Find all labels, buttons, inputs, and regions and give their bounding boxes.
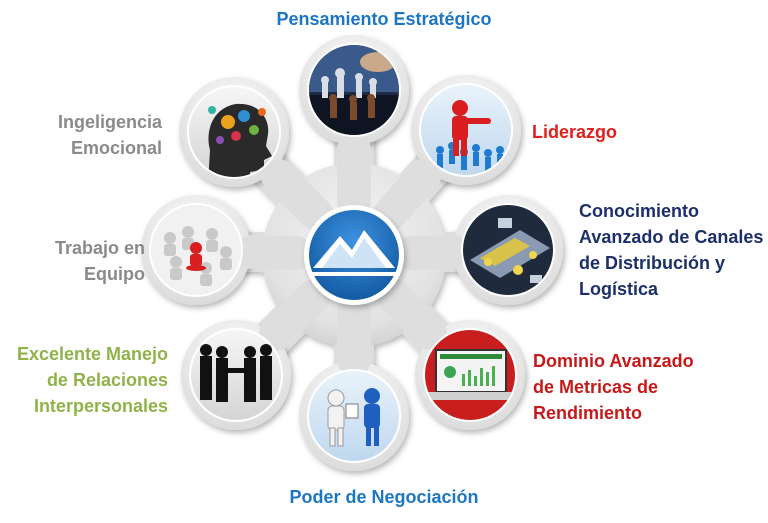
- label-line: de Metricas de: [533, 374, 694, 400]
- label-line: Equipo: [55, 261, 145, 287]
- label-line: Poder de Negociación: [0, 484, 768, 510]
- label-line: Ingeligencia: [58, 109, 162, 135]
- label-line: de Relaciones: [17, 367, 168, 393]
- label-line: Emocional: [58, 135, 162, 161]
- center-logo: [304, 205, 404, 305]
- label-emocional: Ingeligencia Emocional: [58, 109, 162, 161]
- label-line: Conocimiento: [579, 198, 763, 224]
- label-conocimiento: Conocimiento Avanzado de Canales de Dist…: [579, 198, 763, 302]
- label-line: Excelente Manejo: [17, 341, 168, 367]
- label-relaciones: Excelente Manejo de Relaciones Interpers…: [17, 341, 168, 419]
- label-poder: Poder de Negociación: [0, 484, 768, 510]
- label-line: Dominio Avanzado: [533, 348, 694, 374]
- label-liderazgo: Liderazgo: [532, 119, 617, 145]
- label-line: Liderazgo: [532, 119, 617, 145]
- label-line: Logística: [579, 276, 763, 302]
- label-line: Pensamiento Estratégico: [0, 6, 768, 32]
- label-dominio: Dominio Avanzado de Metricas de Rendimie…: [533, 348, 694, 426]
- label-pensamiento: Pensamiento Estratégico: [0, 6, 768, 32]
- label-line: Trabajo en: [55, 235, 145, 261]
- label-line: Interpersonales: [17, 393, 168, 419]
- label-line: Avanzado de Canales: [579, 224, 763, 250]
- label-trabajo: Trabajo en Equipo: [55, 235, 145, 287]
- label-line: Rendimiento: [533, 400, 694, 426]
- label-line: de Distribución y: [579, 250, 763, 276]
